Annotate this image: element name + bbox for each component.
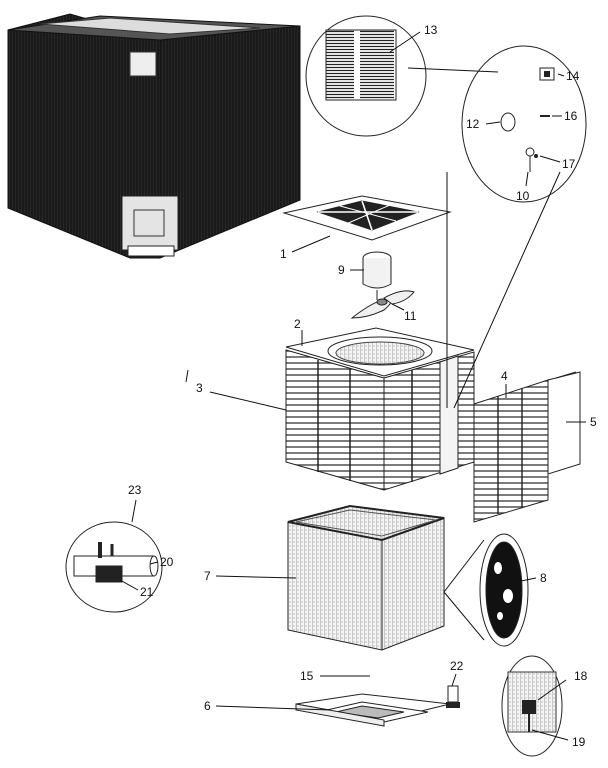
callout-15: 15	[300, 669, 314, 683]
callout-6: 6	[204, 699, 211, 713]
callout-21: 21	[140, 585, 154, 599]
rating-label-detail	[305, 15, 427, 137]
callout-11: 11	[404, 309, 417, 323]
leader-7	[215, 575, 297, 579]
callout-14: 14	[566, 69, 580, 83]
service-valve-detail	[501, 655, 563, 757]
callout-20: 20	[160, 555, 174, 569]
leader-14	[557, 73, 565, 77]
cabinet-assembly	[285, 327, 475, 491]
callout-16: 16	[564, 109, 578, 123]
callout-9: 9	[338, 263, 345, 277]
fan-motor	[362, 251, 392, 300]
access-panel	[473, 379, 549, 523]
callout-3: 3	[196, 381, 203, 395]
callout-13: 13	[424, 23, 438, 37]
control-box-cover	[547, 371, 581, 475]
base-pan	[295, 693, 451, 727]
callout-5: 5	[590, 415, 597, 429]
leader-22	[451, 673, 457, 687]
leader-6	[215, 705, 331, 711]
callout-18: 18	[574, 669, 588, 683]
leader-21	[119, 579, 139, 591]
callout-22: 22	[450, 659, 464, 673]
leader-1	[291, 235, 331, 253]
leader-19	[531, 729, 569, 741]
callout-8: 8	[540, 571, 547, 585]
fan-blade	[350, 290, 415, 319]
callout-7: 7	[204, 569, 211, 583]
leader-23	[131, 499, 137, 523]
compressor-detail	[443, 533, 529, 647]
leader-13	[389, 31, 421, 53]
callout-10: 10	[516, 189, 530, 203]
leader-20	[149, 561, 159, 565]
leader-mark	[185, 369, 189, 383]
leader-11	[391, 303, 405, 311]
leader-8	[515, 577, 537, 583]
callout-2: 2	[294, 317, 301, 331]
callout-12: 12	[466, 117, 480, 131]
assembled-condenser-unit	[7, 13, 301, 259]
leader-18	[537, 679, 567, 701]
leader-3	[209, 391, 287, 411]
callout-23: 23	[128, 483, 142, 497]
callout-17: 17	[562, 157, 576, 171]
leader-17	[539, 155, 561, 163]
leader-13-connector	[407, 67, 499, 73]
leader-circle-connector-2	[453, 171, 561, 409]
ground-clip	[446, 685, 460, 708]
leader-10	[525, 171, 529, 187]
leader-12	[485, 121, 501, 125]
callout-1: 1	[280, 247, 287, 261]
fan-guard-grille	[282, 195, 452, 241]
condenser-coil	[287, 504, 445, 651]
electrical-components-detail	[461, 45, 587, 203]
callout-4: 4	[501, 369, 508, 383]
callout-19: 19	[572, 735, 586, 749]
